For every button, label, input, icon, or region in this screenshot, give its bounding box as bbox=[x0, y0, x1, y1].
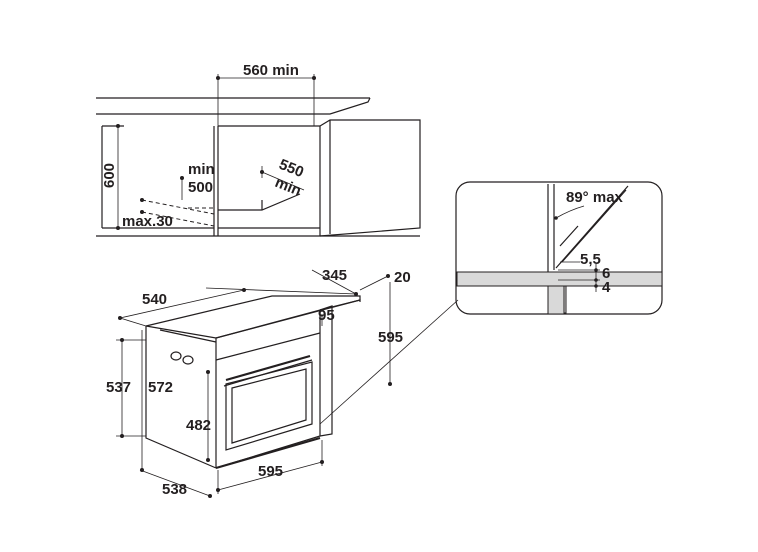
dim-572: 572 bbox=[148, 379, 173, 396]
width-min-label: 560 min bbox=[243, 62, 299, 79]
depth-min-500: 500 bbox=[188, 179, 213, 196]
gap-5-5: 5,5 bbox=[580, 251, 601, 268]
dim-20: 20 bbox=[394, 269, 411, 286]
dim-595-width: 595 bbox=[258, 463, 283, 480]
depth-min-word: min bbox=[188, 161, 215, 178]
height-600-label: 600 bbox=[101, 163, 118, 188]
gap-4: 4 bbox=[602, 279, 611, 296]
oven-view: 540 345 20 95 595 537 572 482 bbox=[106, 267, 459, 498]
angle-89-max: 89° max bbox=[566, 189, 624, 206]
dim-538: 538 bbox=[162, 481, 187, 498]
dim-482: 482 bbox=[186, 417, 211, 434]
cabinet-niche-view: 560 min 600 min 500 550 min max.30 bbox=[96, 62, 421, 237]
max-30-label: max.30 bbox=[122, 213, 173, 230]
detail-inset: 89° max 5,5 6 4 bbox=[455, 181, 663, 315]
gap-6: 6 bbox=[602, 265, 610, 282]
dim-537: 537 bbox=[106, 379, 131, 396]
dim-345: 345 bbox=[322, 267, 347, 284]
dim-95: 95 bbox=[318, 307, 335, 324]
dim-595-height: 595 bbox=[378, 329, 403, 346]
dim-540: 540 bbox=[142, 291, 167, 308]
